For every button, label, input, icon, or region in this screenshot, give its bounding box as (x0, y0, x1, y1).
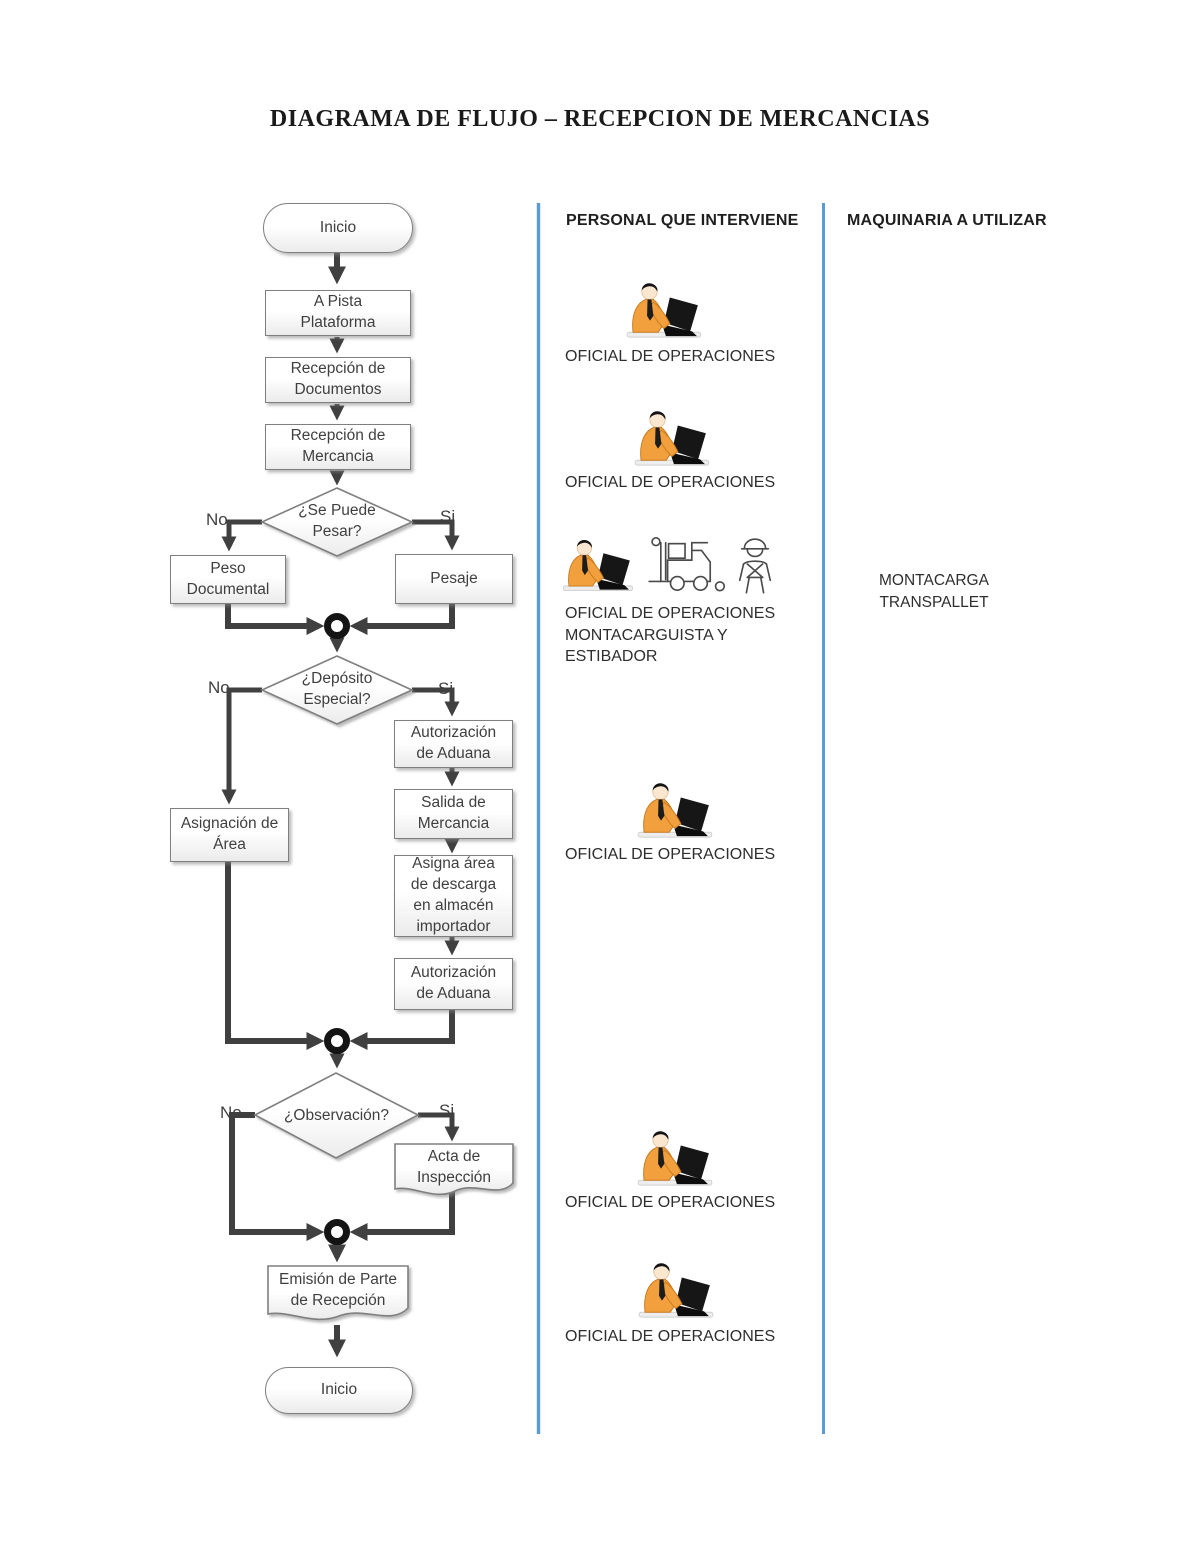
process-salida-mercancia: Salida de Mercancia (394, 789, 513, 839)
personnel-entry-2-icons (629, 409, 715, 469)
person-laptop-icon (632, 781, 718, 841)
document-acta-inspeccion-label: Acta de Inspección (416, 1148, 492, 1186)
person-laptop-icon (633, 1261, 719, 1321)
process-autorizacion-aduana-1: Autorización de Aduana (394, 720, 513, 768)
personnel-entry-5-label: OFICIAL DE OPERACIONES (565, 1194, 776, 1211)
end-terminator: Inicio (265, 1367, 413, 1414)
branch-no-observacion: No (220, 1103, 242, 1122)
page-title: DIAGRAMA DE FLUJO – RECEPCION DE MERCANC… (269, 106, 931, 132)
process-asigna-area-descarga: Asigna área de descarga en almacén impor… (394, 855, 513, 937)
decision-deposito-especial-label: ¿Depósito Especial? (301, 670, 373, 708)
personnel-entry-5-icons (632, 1129, 718, 1189)
process-a-pista-plataforma: A Pista Plataforma (265, 290, 411, 336)
process-peso-documental: Peso Documental (170, 555, 286, 604)
person-laptop-icon (629, 409, 715, 469)
process-recepcion-mercancia: Recepción de Mercancia (265, 424, 411, 470)
process-autorizacion-aduana-2: Autorización de Aduana (394, 958, 513, 1010)
personnel-entry-6-icons (633, 1261, 719, 1321)
personnel-column-header: PERSONAL QUE INTERVIENE (566, 212, 799, 229)
branch-si-deposito: Si (438, 679, 454, 698)
start-terminator: Inicio (263, 203, 413, 253)
branch-si-pesar: Si (440, 507, 456, 526)
personnel-entry-6-label: OFICIAL DE OPERACIONES (565, 1328, 776, 1345)
person-laptop-icon (558, 537, 638, 595)
document-emision-parte-label: Emisión de Parte de Recepción (278, 1271, 398, 1309)
process-asignacion-area: Asignación de Área (170, 808, 289, 862)
personnel-entry-3-icons (558, 533, 776, 595)
decision-observacion-label: ¿Observación? (283, 1106, 390, 1124)
personnel-entry-1-icons (621, 281, 707, 341)
branch-si-observacion: Si (439, 1101, 455, 1120)
decision-se-puede-pesar-label: ¿Se Puede Pesar? (298, 502, 376, 540)
personnel-entry-4-icons (632, 781, 718, 841)
branch-no-deposito: No (208, 678, 230, 697)
machinery-column-header: MAQUINARIA A UTILIZAR (847, 212, 1047, 229)
personnel-entry-1-label: OFICIAL DE OPERACIONES (565, 348, 776, 365)
branch-no-pesar: No (206, 510, 228, 529)
process-recepcion-documentos: Recepción de Documentos (265, 357, 411, 403)
person-laptop-icon (621, 281, 707, 341)
person-laptop-icon (632, 1129, 718, 1189)
personnel-entry-3-label: OFICIAL DE OPERACIONES MONTACARGUISTA Y … (565, 605, 776, 666)
machinery-label: MONTACARGA TRANSPALLET (879, 572, 989, 612)
personnel-entry-2-label: OFICIAL DE OPERACIONES (565, 474, 776, 491)
forklift-icon (641, 533, 731, 595)
personnel-entry-4-label: OFICIAL DE OPERACIONES (565, 846, 776, 863)
process-pesaje: Pesaje (395, 554, 513, 604)
construction-worker-icon (734, 535, 776, 595)
